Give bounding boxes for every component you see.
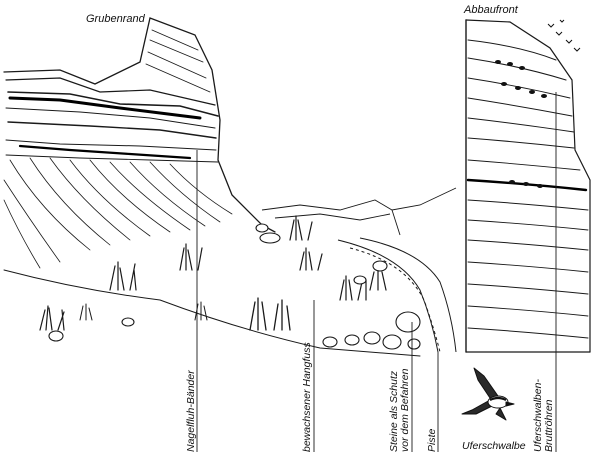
label-protective-stones: Steine als Schutz vor dem Befahren [388, 368, 411, 452]
label-brutroehren-line2: Bruttröhren [543, 399, 555, 452]
pit-edge-cliff [3, 17, 276, 269]
label-nagelfluh-bands: Nagelfluh-Bänder [185, 370, 197, 452]
swallow-burrows [495, 60, 547, 188]
label-swallow-burrows: Uferschwalben- Bruttröhren [532, 379, 555, 452]
label-steine-line2: vor dem Befahren [399, 368, 411, 452]
leader-lines [196, 92, 557, 452]
label-bank-swallow: Uferschwalbe [462, 440, 526, 452]
quarry-face-panel [465, 19, 591, 353]
vegetated-slope-foot [3, 215, 421, 357]
access-track [337, 237, 457, 353]
label-piste-text: Piste [426, 428, 438, 452]
protective-boulders [48, 223, 421, 350]
label-hangfuss-text: bewachsener Hangfuss [301, 342, 313, 452]
label-nagelfluh-text: Nagelfluh-Bänder [185, 370, 197, 452]
label-vegetated-slope-foot: bewachsener Hangfuss [301, 342, 313, 452]
heading-quarry-face: Abbaufront [464, 4, 518, 16]
distant-hills [261, 187, 457, 236]
label-track: Piste [426, 428, 438, 452]
heading-pit-edge: Grubenrand [86, 13, 145, 25]
bank-swallow-drawing [461, 367, 515, 421]
flying-swallows [547, 19, 581, 52]
